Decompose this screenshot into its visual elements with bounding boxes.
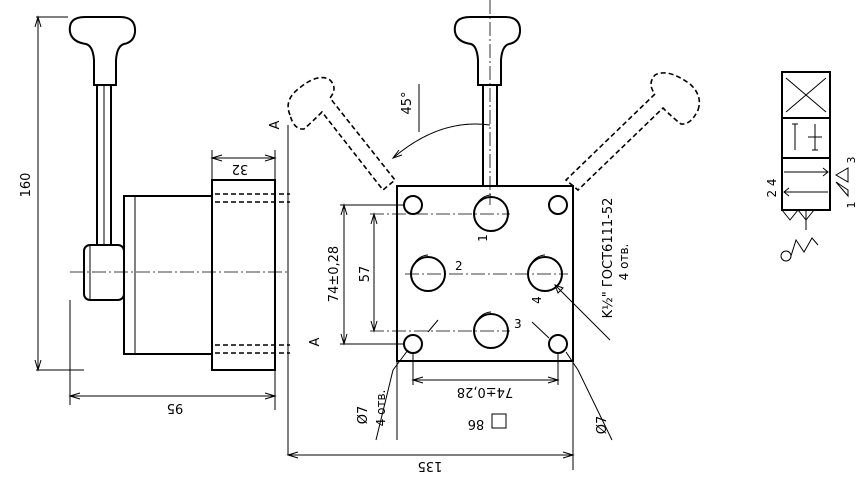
schematic-box-middle	[781, 117, 831, 159]
dim-text-flange: 32	[232, 161, 249, 176]
square-symbol	[491, 413, 507, 429]
front-handle-knob	[453, 16, 522, 86]
front-view: 45° A A 1 2 3 4	[268, 0, 701, 473]
port-3	[473, 311, 509, 349]
side-view: 160 95 32	[19, 15, 290, 415]
mounting-plate	[396, 185, 574, 362]
mounting-hole-tr	[548, 195, 568, 215]
section-label-top: A	[268, 120, 283, 129]
schematic-port-pair: 2 4	[765, 178, 779, 197]
hole-diameter-left: Ø7	[356, 406, 371, 425]
side-flange	[211, 179, 276, 371]
dim-text-vertical-pitch: 74±0,28	[327, 246, 342, 302]
mounting-hole-bl	[403, 334, 423, 354]
hydraulic-schematic: 2 4 1 3	[765, 71, 856, 262]
side-valve-body	[123, 195, 213, 355]
dim-text-height: 160	[19, 173, 34, 198]
thread-count: 4 отв.	[617, 244, 631, 281]
schematic-port-3: 3	[845, 157, 856, 164]
dim-text-port-spacing: 57	[358, 266, 373, 283]
section-label-bottom: A	[308, 337, 323, 346]
spring-end-circle	[780, 250, 792, 262]
mounting-hole-tl	[403, 195, 423, 215]
angle-arc	[392, 123, 491, 159]
dim-text-square: 86	[468, 416, 485, 431]
handle-position-right-dashed	[564, 72, 701, 192]
port-label-3: 3	[514, 317, 522, 331]
port-label-2: 2	[455, 259, 463, 273]
schematic-port-1: 1	[845, 202, 856, 209]
hole-diameter-right: Ø7	[595, 416, 610, 435]
dim-text-width: 135	[418, 458, 443, 473]
port-1	[473, 194, 509, 232]
port-2	[410, 254, 446, 292]
thread-label: K½" ГОСТ6111-52	[601, 198, 616, 319]
angle-text: 45°	[400, 91, 415, 114]
dim-text-horizontal-pitch: 74±0,28	[457, 384, 513, 399]
dim-text-depth: 95	[167, 400, 184, 415]
port-label-1: 1	[476, 234, 490, 242]
schematic-box-bottom	[781, 157, 831, 211]
side-handle-knob	[68, 16, 137, 86]
handle-position-left-dashed	[287, 76, 397, 192]
hole-count-left: 4 отв.	[374, 390, 388, 427]
port-label-4: 4	[530, 296, 544, 304]
spring-symbol	[781, 209, 815, 221]
mounting-hole-br	[548, 334, 568, 354]
